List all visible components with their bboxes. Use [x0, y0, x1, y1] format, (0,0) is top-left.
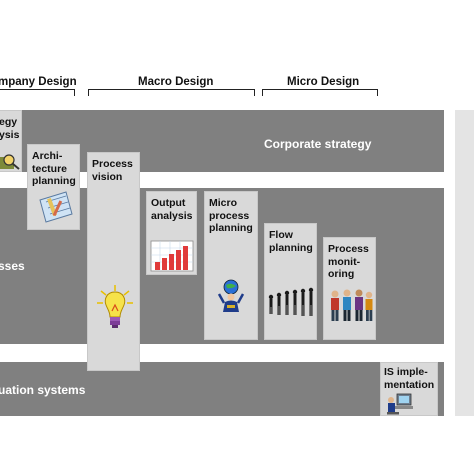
- phase-label-micro: Micro Design: [287, 76, 360, 88]
- bracket-company: [0, 89, 75, 96]
- right-side-panel: [455, 110, 474, 416]
- light-bulb-icon: [97, 285, 133, 328]
- box-architecture-label: Archi- tecture planning: [32, 150, 76, 187]
- box-process-monitoring: Process monit- oring: [323, 237, 376, 340]
- band-situation-label: uation systems: [0, 383, 86, 397]
- box-process-vision: Process vision: [87, 152, 140, 371]
- box-flow-planning: Flow planning: [264, 223, 317, 340]
- box-output-analysis: Output analysis: [146, 191, 197, 275]
- box-process-vision-label: Process vision: [92, 158, 133, 183]
- workers-icon: [331, 289, 373, 321]
- bar-chart-icon: [150, 240, 194, 272]
- phase-label-macro: Macro Design: [138, 76, 214, 88]
- band-corporate-label: Corporate strategy: [264, 137, 372, 151]
- bracket-micro: [262, 89, 378, 96]
- band-processes-label: sses: [0, 259, 25, 273]
- box-micro-process-planning: Micro process planning: [204, 191, 258, 340]
- box-output-analysis-label: Output analysis: [151, 197, 193, 222]
- phase-label-company: mpany Design: [0, 76, 77, 88]
- box-is-implementation-label: IS imple- mentation: [384, 366, 435, 391]
- box-strategy-analysis: egy ysis: [0, 110, 22, 172]
- bracket-macro: [88, 89, 255, 96]
- evolution-figures-icon: [268, 287, 314, 316]
- magnifier-icon: [0, 154, 20, 170]
- box-is-implementation: IS imple- mentation: [380, 362, 438, 416]
- box-process-monitoring-label: Process monit- oring: [328, 243, 369, 280]
- box-flow-planning-label: Flow planning: [269, 229, 313, 254]
- blueprint-icon: [39, 191, 73, 223]
- band-situation-systems: [0, 362, 444, 416]
- person-globe-icon: [217, 279, 245, 312]
- box-micro-process-label: Micro process planning: [209, 197, 253, 234]
- box-strategy-label: egy ysis: [0, 116, 20, 141]
- computer-user-icon: [387, 393, 413, 415]
- box-architecture-planning: Archi- tecture planning: [27, 144, 80, 230]
